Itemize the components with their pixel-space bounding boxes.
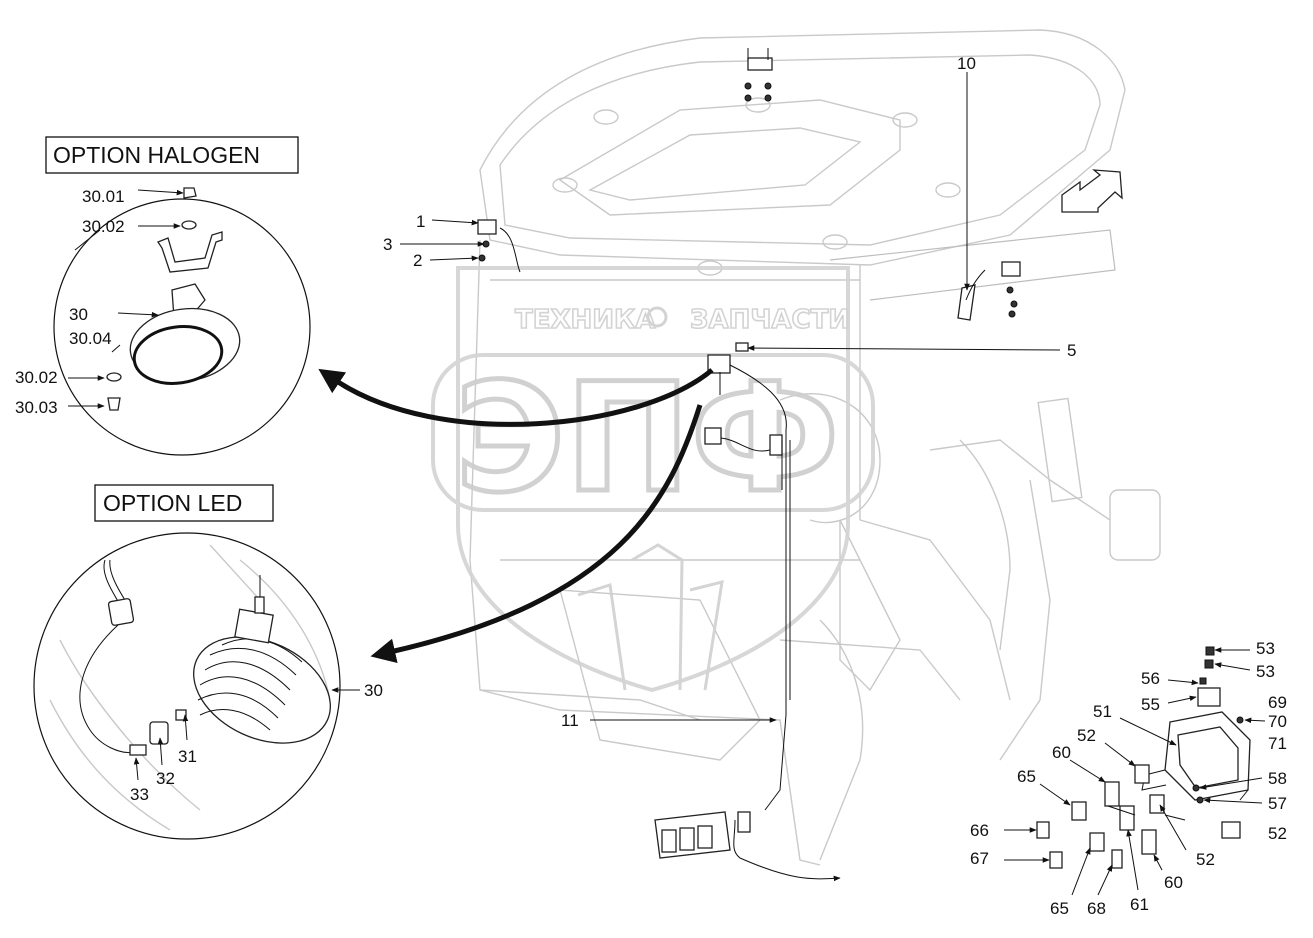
- label-53b: 53: [1256, 662, 1275, 681]
- part-labels: 30.01 30.02 30 30.04 30.02 30.03 1 3 2 1…: [15, 54, 1287, 918]
- label-71: 71: [1268, 734, 1287, 753]
- switch-61: [1119, 805, 1135, 831]
- relay-icon: [1197, 687, 1221, 707]
- label-30-04: 30.04: [69, 329, 112, 348]
- label-32: 32: [156, 769, 175, 788]
- label-33: 33: [130, 785, 149, 804]
- label-60a: 60: [1052, 743, 1071, 762]
- led-title-box: [94, 484, 274, 522]
- plug-icon: [149, 721, 169, 745]
- label-70: 70: [1268, 712, 1287, 731]
- switch-60a: [1104, 781, 1120, 807]
- halogen-title-box: [45, 136, 299, 174]
- nut-icon: [183, 187, 197, 199]
- watermark-right-word: ЗАПЧАСТИ: [690, 305, 850, 335]
- label-30-led: 30: [364, 681, 383, 700]
- label-61: 61: [1130, 895, 1149, 914]
- label-30-01: 30.01: [82, 187, 125, 206]
- connector-icon: [107, 598, 135, 626]
- label-68: 68: [1087, 899, 1106, 918]
- switch-67: [1049, 851, 1063, 869]
- led-callout-arrow: [370, 404, 703, 664]
- label-60b: 60: [1164, 873, 1183, 892]
- label-56: 56: [1141, 669, 1160, 688]
- label-30-02a: 30.02: [82, 217, 125, 236]
- label-51: 51: [1093, 702, 1112, 721]
- label-5: 5: [1067, 341, 1076, 360]
- label-52a: 52: [1077, 726, 1096, 745]
- label-65a: 65: [1017, 767, 1036, 786]
- watermark: ТЕХНИКА ЗАПЧАСТИ ЭПФ: [431, 266, 875, 693]
- switch-60b: [1141, 829, 1157, 855]
- label-1: 1: [416, 212, 425, 231]
- roof-bracket-top: [744, 48, 773, 102]
- label-30-02b: 30.02: [15, 368, 58, 387]
- direction-arrow-icon: [1061, 169, 1123, 213]
- washer-icon: [181, 220, 197, 230]
- switch-68: [1111, 849, 1123, 869]
- pin-icon: [129, 744, 147, 756]
- label-11: 11: [561, 711, 579, 730]
- label-66: 66: [970, 821, 989, 840]
- led-lamp-icon: [193, 575, 331, 744]
- switch-66: [1036, 821, 1050, 839]
- label-67: 67: [970, 849, 989, 868]
- halogen-detail-circle: [53, 198, 311, 456]
- switch-52a: [1134, 764, 1150, 784]
- label-57: 57: [1268, 794, 1287, 813]
- led-title: OPTION LED: [103, 490, 242, 516]
- led-detail-circle: [33, 532, 341, 840]
- led-detail: OPTION LED: [33, 484, 360, 840]
- halogen-callout-arrow: [318, 368, 714, 427]
- label-30-03: 30.03: [15, 398, 58, 417]
- label-52c: 52: [1196, 850, 1215, 869]
- switch-65b: [1089, 832, 1105, 852]
- work-light-right-bracket: [957, 261, 1021, 321]
- switch-panel: [1004, 646, 1266, 896]
- label-3: 3: [383, 235, 392, 254]
- electrical-box: [654, 811, 841, 882]
- label-55: 55: [1141, 695, 1160, 714]
- label-10: 10: [957, 54, 976, 73]
- label-2: 2: [413, 251, 422, 270]
- bracket-icon: [157, 231, 223, 273]
- gear-icon: [646, 306, 668, 328]
- switch-52c: [1221, 821, 1241, 839]
- label-53a: 53: [1256, 639, 1275, 658]
- switch-65a: [1071, 801, 1087, 821]
- label-58: 58: [1268, 769, 1287, 788]
- label-31: 31: [178, 747, 197, 766]
- label-69: 69: [1268, 693, 1287, 712]
- leader-lines: [400, 72, 1061, 723]
- switch-52b: [1149, 794, 1165, 814]
- cab-outline: [469, 29, 1161, 866]
- label-52b: 52: [1268, 824, 1287, 843]
- work-light-left-bracket: [477, 219, 521, 273]
- bolt-icon: [107, 397, 121, 411]
- center-harness: [704, 342, 791, 811]
- label-30: 30: [69, 305, 88, 324]
- label-65b: 65: [1050, 899, 1069, 918]
- halogen-detail: OPTION HALOGEN: [45, 136, 311, 456]
- halogen-title: OPTION HALOGEN: [53, 142, 260, 168]
- watermark-left-word: ТЕХНИКА: [515, 305, 655, 335]
